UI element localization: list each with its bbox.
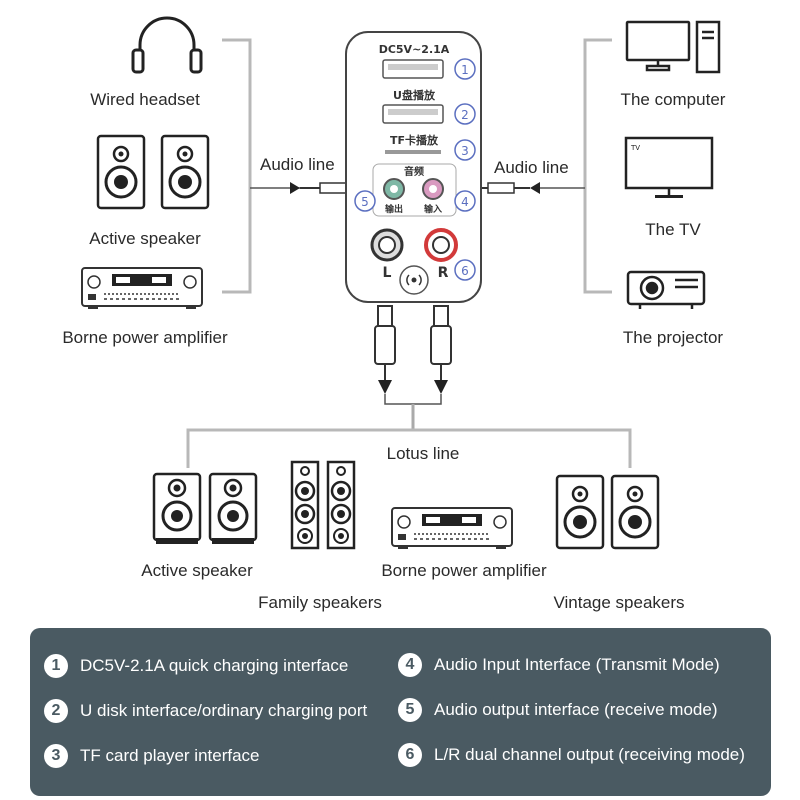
legend-item-4: 4 Audio Input Interface (Transmit Mode): [398, 653, 720, 677]
marker-1: 1: [461, 63, 469, 77]
audio-text: 音频: [404, 165, 424, 178]
legend-text: Audio Input Interface (Transmit Mode): [434, 655, 720, 674]
in-text: 输入: [424, 203, 442, 215]
left-channel-text: L: [383, 265, 392, 281]
legend-item-2: 2 U disk interface/ordinary charging por…: [44, 699, 367, 723]
active-speaker-top-label: Active speaker: [89, 229, 201, 248]
marker-3: 3: [461, 144, 469, 158]
legend-number: 5: [398, 698, 422, 722]
computer-icon: [625, 20, 721, 74]
audio-line-right-label: Audio line: [494, 158, 569, 177]
legend-text: DC5V-2.1A quick charging interface: [80, 656, 349, 675]
borne-amp-top-label: Borne power amplifier: [62, 328, 228, 347]
audio-line-left-label: Audio line: [260, 155, 335, 174]
port2-text: U盘播放: [393, 88, 436, 102]
projector-icon: [626, 270, 706, 309]
tv-icon: TV: [624, 136, 714, 198]
marker-5: 5: [361, 195, 369, 209]
lotus-line-label: Lotus line: [386, 444, 460, 463]
port1-text: DC5V~2.1A: [379, 43, 450, 56]
legend-item-3: 3 TF card player interface: [44, 744, 260, 768]
legend-number: 4: [398, 653, 422, 677]
port3-text: TF卡播放: [390, 133, 439, 147]
wired-headset-label: Wired headset: [90, 90, 200, 109]
marker-2: 2: [461, 108, 469, 122]
legend-text: U disk interface/ordinary charging port: [80, 701, 368, 720]
borne-amp-bottom-label: Borne power amplifier: [381, 561, 547, 580]
family-speakers-icon: [290, 460, 356, 550]
legend-number: 6: [398, 743, 422, 767]
projector-label: The projector: [622, 328, 724, 347]
amp-top-icon: [81, 267, 203, 310]
legend-number: 2: [44, 699, 68, 723]
family-speakers-label: Family speakers: [258, 593, 382, 612]
marker-4: 4: [461, 195, 469, 209]
legend-item-1: 1 DC5V-2.1A quick charging interface: [44, 654, 348, 678]
legend-panel: 1 DC5V-2.1A quick charging interface 2 U…: [30, 628, 771, 796]
active-speaker-bottom-label: Active speaker: [141, 561, 253, 580]
vintage-speakers-label: Vintage speakers: [553, 593, 685, 612]
legend-text: Audio output interface (receive mode): [434, 700, 718, 719]
amp-bottom-icon: [391, 507, 513, 550]
legend-number: 1: [44, 654, 68, 678]
legend-item-5: 5 Audio output interface (receive mode): [398, 698, 718, 722]
headset-icon: [131, 16, 203, 74]
active-speaker-top-icon: [96, 134, 210, 210]
tv-label: The TV: [645, 220, 701, 239]
audio-adapter-device: DC5V~2.1A U盘播放 TF卡播放 音频 输出 输入 L R: [345, 31, 482, 303]
marker-6: 6: [461, 264, 469, 278]
tv-screen-label: TV: [630, 144, 640, 152]
right-channel-text: R: [438, 265, 449, 281]
legend-text: TF card player interface: [80, 746, 260, 765]
legend-text: L/R dual channel output (receiving mode): [434, 745, 745, 764]
active-speaker-bottom-icon: [152, 472, 258, 546]
out-text: 输出: [385, 203, 403, 215]
legend-number: 3: [44, 744, 68, 768]
computer-label: The computer: [620, 90, 726, 109]
vintage-speakers-icon: [555, 474, 660, 550]
legend-item-6: 6 L/R dual channel output (receiving mod…: [398, 743, 745, 767]
